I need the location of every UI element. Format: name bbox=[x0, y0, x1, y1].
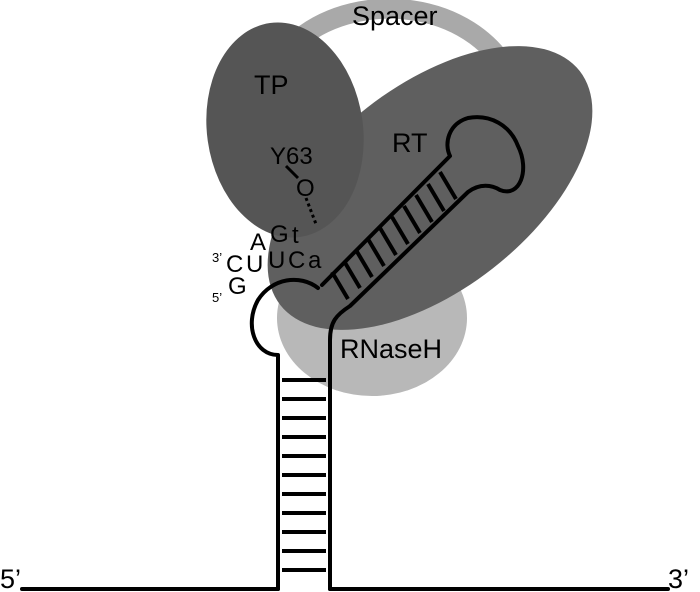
rnaseh-label: RNaseH bbox=[340, 334, 442, 364]
primer-3-prime-label: 3’ bbox=[212, 250, 222, 265]
lower-stem-base-pairs bbox=[282, 378, 326, 572]
seq-row1-1: G bbox=[270, 221, 289, 248]
three-prime-end-label: 3’ bbox=[668, 564, 689, 592]
five-prime-end-label: 5’ bbox=[0, 564, 21, 592]
seq-row3-0: G bbox=[228, 273, 247, 300]
y63-bond bbox=[284, 164, 300, 180]
primer-5-prime-label: 5’ bbox=[212, 290, 222, 305]
seq-row2-1: U bbox=[246, 251, 263, 278]
spacer-label: Spacer bbox=[352, 1, 438, 31]
hydroxyl-dashed-bond bbox=[304, 197, 318, 225]
tp-label: TP bbox=[254, 70, 289, 100]
seq-row2-0: C bbox=[226, 251, 243, 278]
lower-stem-left-strand bbox=[249, 278, 320, 591]
seq-row1-0: A bbox=[250, 229, 266, 256]
upper-stem-base-pairs bbox=[330, 170, 458, 301]
tp-domain bbox=[206, 22, 364, 238]
lower-stem-right-strand bbox=[320, 115, 526, 591]
seq-row2-3: C bbox=[288, 247, 305, 274]
y63-label: Y63 bbox=[270, 143, 313, 170]
seq-row1-2: t bbox=[292, 222, 299, 249]
rna-structure bbox=[20, 115, 670, 591]
seq-row2-4: a bbox=[308, 247, 322, 274]
seq-row2-2: U bbox=[268, 247, 285, 274]
rt-label: RT bbox=[392, 128, 428, 158]
hydroxyl-o-label: O bbox=[296, 175, 315, 202]
